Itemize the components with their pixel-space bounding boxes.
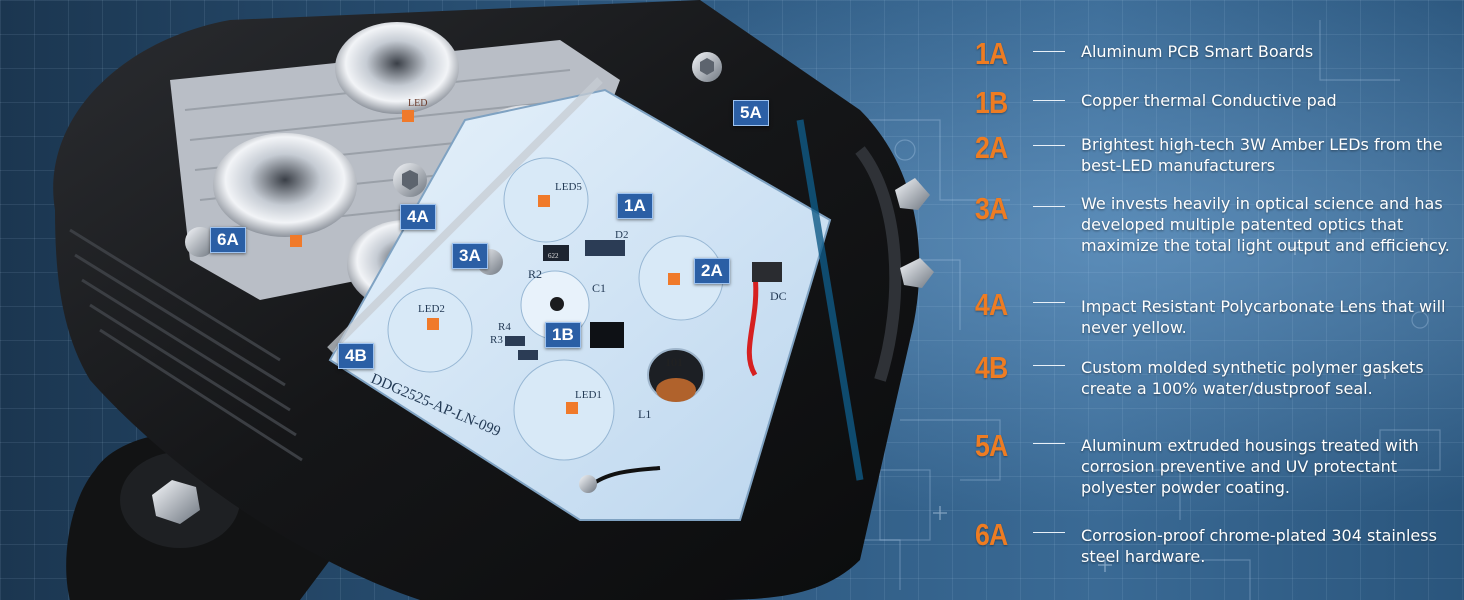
tag-5a: 5A (733, 100, 769, 126)
feature-leader-line (1033, 100, 1065, 101)
tag-1a: 1A (617, 193, 653, 219)
marking-led1: LED1 (575, 389, 602, 401)
feature-description: Corrosion-proof chrome-plated 304 stainl… (1081, 526, 1437, 566)
feature-description: Brightest high-tech 3W Amber LEDs from t… (1081, 135, 1443, 175)
feature-code: 5A (975, 428, 1008, 463)
feature-leader-line (1033, 302, 1065, 303)
tag-2a: 2A (694, 258, 730, 284)
marking-led5: LED5 (555, 181, 582, 193)
feature-leader-line (1033, 365, 1065, 366)
marking-led-top: LED (408, 98, 427, 109)
marking-c1: C1 (592, 281, 606, 295)
tag-3a: 3A (452, 243, 488, 269)
marking-inductor: 101 (665, 355, 683, 369)
tag-1b: 1B (545, 322, 581, 348)
marking-r3: R3 (490, 334, 503, 346)
feature-list: 1A Aluminum PCB Smart Boards 1B Copper t… (975, 0, 1460, 600)
feature-description: Impact Resistant Polycarbonate Lens that… (1081, 297, 1446, 337)
pcb-board (328, 88, 832, 521)
feature-description: Aluminum PCB Smart Boards (1081, 42, 1314, 61)
marking-r2: R2 (528, 267, 542, 281)
feature-description: We invests heavily in optical science an… (1081, 194, 1450, 255)
feature-code: 2A (975, 130, 1008, 165)
feature-leader-line (1033, 51, 1065, 52)
tag-4a: 4A (400, 204, 436, 230)
seal-edge (796, 119, 864, 481)
marking-r4: R4 (498, 321, 511, 333)
feature-code: 6A (975, 517, 1008, 552)
tag-6a: 6A (210, 227, 246, 253)
amber-led-emitters (290, 110, 680, 414)
feature-leader-line (1033, 532, 1065, 533)
feature-leader-line (1033, 145, 1065, 146)
marking-l1: L1 (638, 407, 651, 421)
feature-description: Custom molded synthetic polymer gaskets … (1081, 358, 1424, 398)
gasket (327, 77, 603, 353)
tag-4b: 4B (338, 343, 374, 369)
feature-code: 3A (975, 191, 1008, 226)
marking-dc: DC (770, 289, 787, 303)
marking-resistor: 622 (548, 252, 559, 260)
feature-leader-line (1033, 206, 1065, 207)
marking-d2: D2 (615, 229, 628, 241)
feature-code: 1B (975, 85, 1008, 120)
feature-code: 1A (975, 36, 1008, 71)
feature-code: 4A (975, 287, 1008, 322)
feature-description: Copper thermal Conductive pad (1081, 91, 1337, 110)
marking-led2: LED2 (418, 303, 445, 315)
feature-description: Aluminum extruded housings treated with … (1081, 436, 1419, 497)
feature-code: 4B (975, 350, 1008, 385)
feature-leader-line (1033, 443, 1065, 444)
